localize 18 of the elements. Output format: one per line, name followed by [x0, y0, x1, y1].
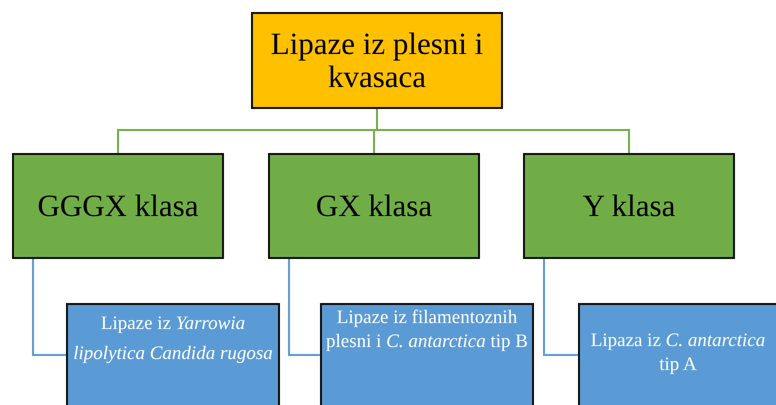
class-box [12, 153, 224, 259]
connector-line [32, 259, 66, 356]
node-label: Lipaze iz plesni i kvasaca [270, 28, 484, 94]
class-box [268, 153, 480, 259]
class-box [523, 153, 735, 259]
connector-line [376, 109, 630, 153]
node-label: GX klasa [316, 186, 432, 225]
connector-line [288, 259, 320, 356]
node-label: Lipaze iz Yarrowia lipolytica Candida rugosa [72, 312, 274, 366]
node-label: Y klasa [582, 186, 676, 225]
node-label: GGGX klasa [38, 186, 198, 225]
node-label: Lipaza iz C. antarctica tip A [590, 329, 766, 376]
connector-line [543, 259, 578, 356]
root-box [251, 12, 503, 109]
lipase-box [320, 303, 534, 405]
lipase-box [578, 303, 776, 405]
lipase-box [66, 303, 280, 405]
node-label: Lipaze iz filamentoznih plesni i C. antarctica tip B [325, 306, 529, 354]
